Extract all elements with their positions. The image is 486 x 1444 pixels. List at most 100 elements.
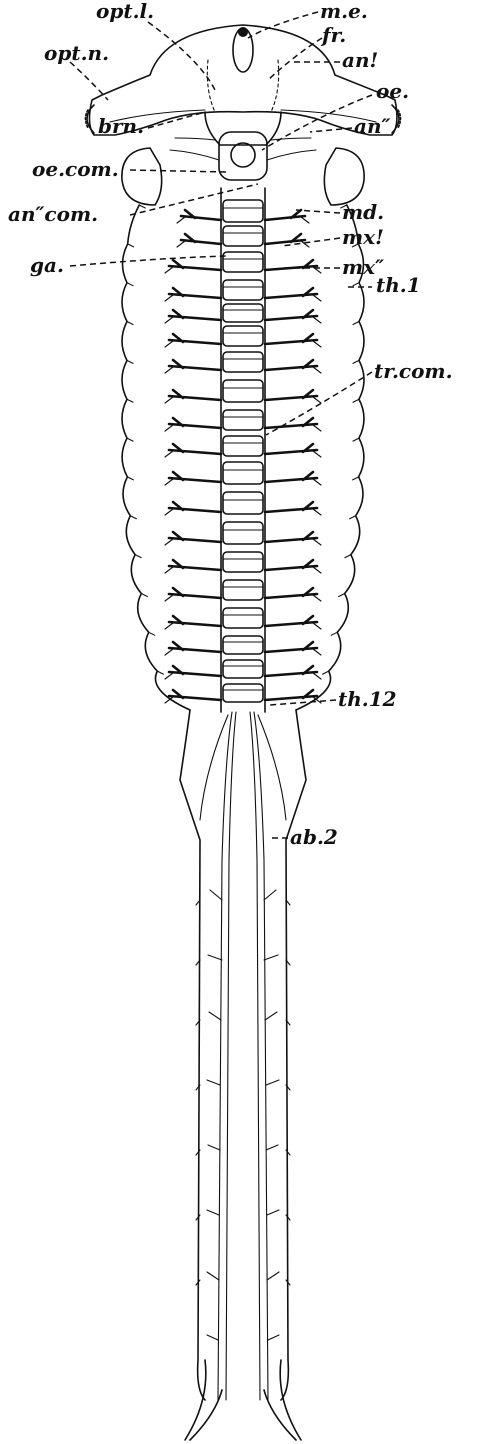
segment-notch-right	[350, 516, 356, 519]
label-oe: oe.	[376, 79, 409, 103]
lateral-nerve-left	[169, 616, 221, 626]
segment-notch-right	[345, 555, 351, 558]
lateral-nerve-left	[181, 234, 221, 244]
segment-notch-right	[353, 322, 359, 325]
ventral-nerve-cord	[165, 188, 321, 712]
segment-notch-right	[331, 632, 337, 635]
lateral-nerve-left	[169, 260, 221, 270]
abdomen-outline	[180, 710, 306, 1440]
lateral-nerve-left	[169, 502, 221, 512]
lateral-nerve-right	[265, 472, 317, 482]
ganglion	[223, 608, 263, 628]
ganglion	[223, 280, 263, 300]
ganglion	[223, 304, 263, 322]
lateral-nerve-right	[265, 418, 317, 428]
lateral-nerve-right	[265, 588, 317, 598]
lateral-nerve-left	[169, 588, 221, 598]
lateral-nerve-right	[265, 642, 317, 652]
segment-notch-left	[128, 244, 134, 247]
thorax-right-margin	[296, 205, 364, 710]
label-opt-l: opt.l.	[96, 0, 154, 23]
segment-notch-left	[141, 593, 147, 596]
label-brn: brn.	[98, 114, 144, 138]
lateral-nerve-right	[265, 210, 305, 220]
lateral-nerve-left	[169, 390, 221, 400]
segment-notch-right	[323, 671, 329, 674]
ganglion	[223, 410, 263, 430]
lateral-nerve-left	[169, 310, 221, 320]
lateral-nerve-right	[265, 532, 317, 542]
label-th12: th.12	[338, 687, 397, 711]
segment-notch-left	[127, 399, 133, 402]
lateral-nerve-left	[169, 418, 221, 428]
segment-notch-left	[127, 360, 133, 363]
ganglion	[223, 436, 263, 456]
segment-notch-right	[353, 438, 359, 441]
ganglion	[223, 326, 263, 346]
lateral-nerve-right	[265, 666, 317, 676]
label-oe-com: oe.com.	[32, 157, 119, 181]
segment-notch-left	[135, 555, 141, 558]
ganglion	[223, 580, 263, 600]
lateral-nerve-left	[169, 334, 221, 344]
segment-notch-left	[127, 322, 133, 325]
lateral-nerve-right	[265, 288, 317, 298]
lateral-nerve-right	[265, 390, 317, 400]
label-md: md.	[342, 200, 384, 224]
ganglion	[223, 522, 263, 544]
label-ga: ga.	[30, 253, 64, 277]
lateral-nerve-left	[169, 532, 221, 542]
segment-notch-left	[127, 477, 133, 480]
lateral-nerve-left	[169, 360, 221, 370]
segment-notch-left	[139, 205, 145, 208]
label-mx1: mx!	[342, 225, 384, 249]
segment-notch-left	[127, 283, 133, 286]
lateral-nerve-right	[265, 616, 317, 626]
lateral-nerve-right	[265, 502, 317, 512]
segment-notch-right	[353, 399, 359, 402]
lateral-nerve-right	[265, 444, 317, 454]
ganglion	[223, 200, 263, 222]
lateral-nerve-left	[169, 288, 221, 298]
label-opt-n: opt.n.	[44, 41, 109, 65]
label-tr-com: tr.com.	[374, 359, 453, 383]
lateral-nerve-right	[265, 234, 305, 244]
ganglion	[223, 380, 263, 402]
lateral-nerve-right	[265, 310, 317, 320]
segment-notch-right	[353, 283, 359, 286]
segment-notch-left	[149, 632, 155, 635]
label-fr: fr.	[320, 23, 346, 47]
lateral-nerve-left	[169, 666, 221, 676]
lateral-nerve-left	[169, 642, 221, 652]
ganglion	[223, 684, 263, 702]
lateral-nerve-right	[265, 560, 317, 570]
lateral-nerve-left	[181, 210, 221, 220]
segment-notch-left	[127, 438, 133, 441]
label-an2: an″	[354, 114, 391, 138]
segment-notch-left	[130, 516, 136, 519]
ganglion	[223, 352, 263, 372]
ganglion	[223, 492, 263, 514]
ganglion	[223, 252, 263, 272]
lateral-nerve-left	[169, 560, 221, 570]
ganglion	[223, 552, 263, 572]
label-m-e: m.e.	[320, 0, 368, 23]
ganglion	[223, 636, 263, 654]
segment-notch-right	[353, 477, 359, 480]
segment-notch-right	[339, 593, 345, 596]
ganglion	[223, 660, 263, 678]
lateral-nerve-left	[169, 690, 221, 700]
segment-notch-left	[157, 671, 163, 674]
lateral-nerve-left	[169, 444, 221, 454]
label-an2-com: an″com.	[8, 202, 98, 226]
label-an1: an!	[342, 48, 378, 72]
lateral-nerve-right	[265, 690, 317, 700]
ganglion	[223, 462, 263, 484]
lateral-nerve-right	[265, 334, 317, 344]
label-ab2: ab.2	[290, 825, 338, 849]
label-th1: th.1	[376, 273, 421, 297]
lateral-nerve-right	[265, 360, 317, 370]
thorax-left-margin	[122, 205, 190, 710]
